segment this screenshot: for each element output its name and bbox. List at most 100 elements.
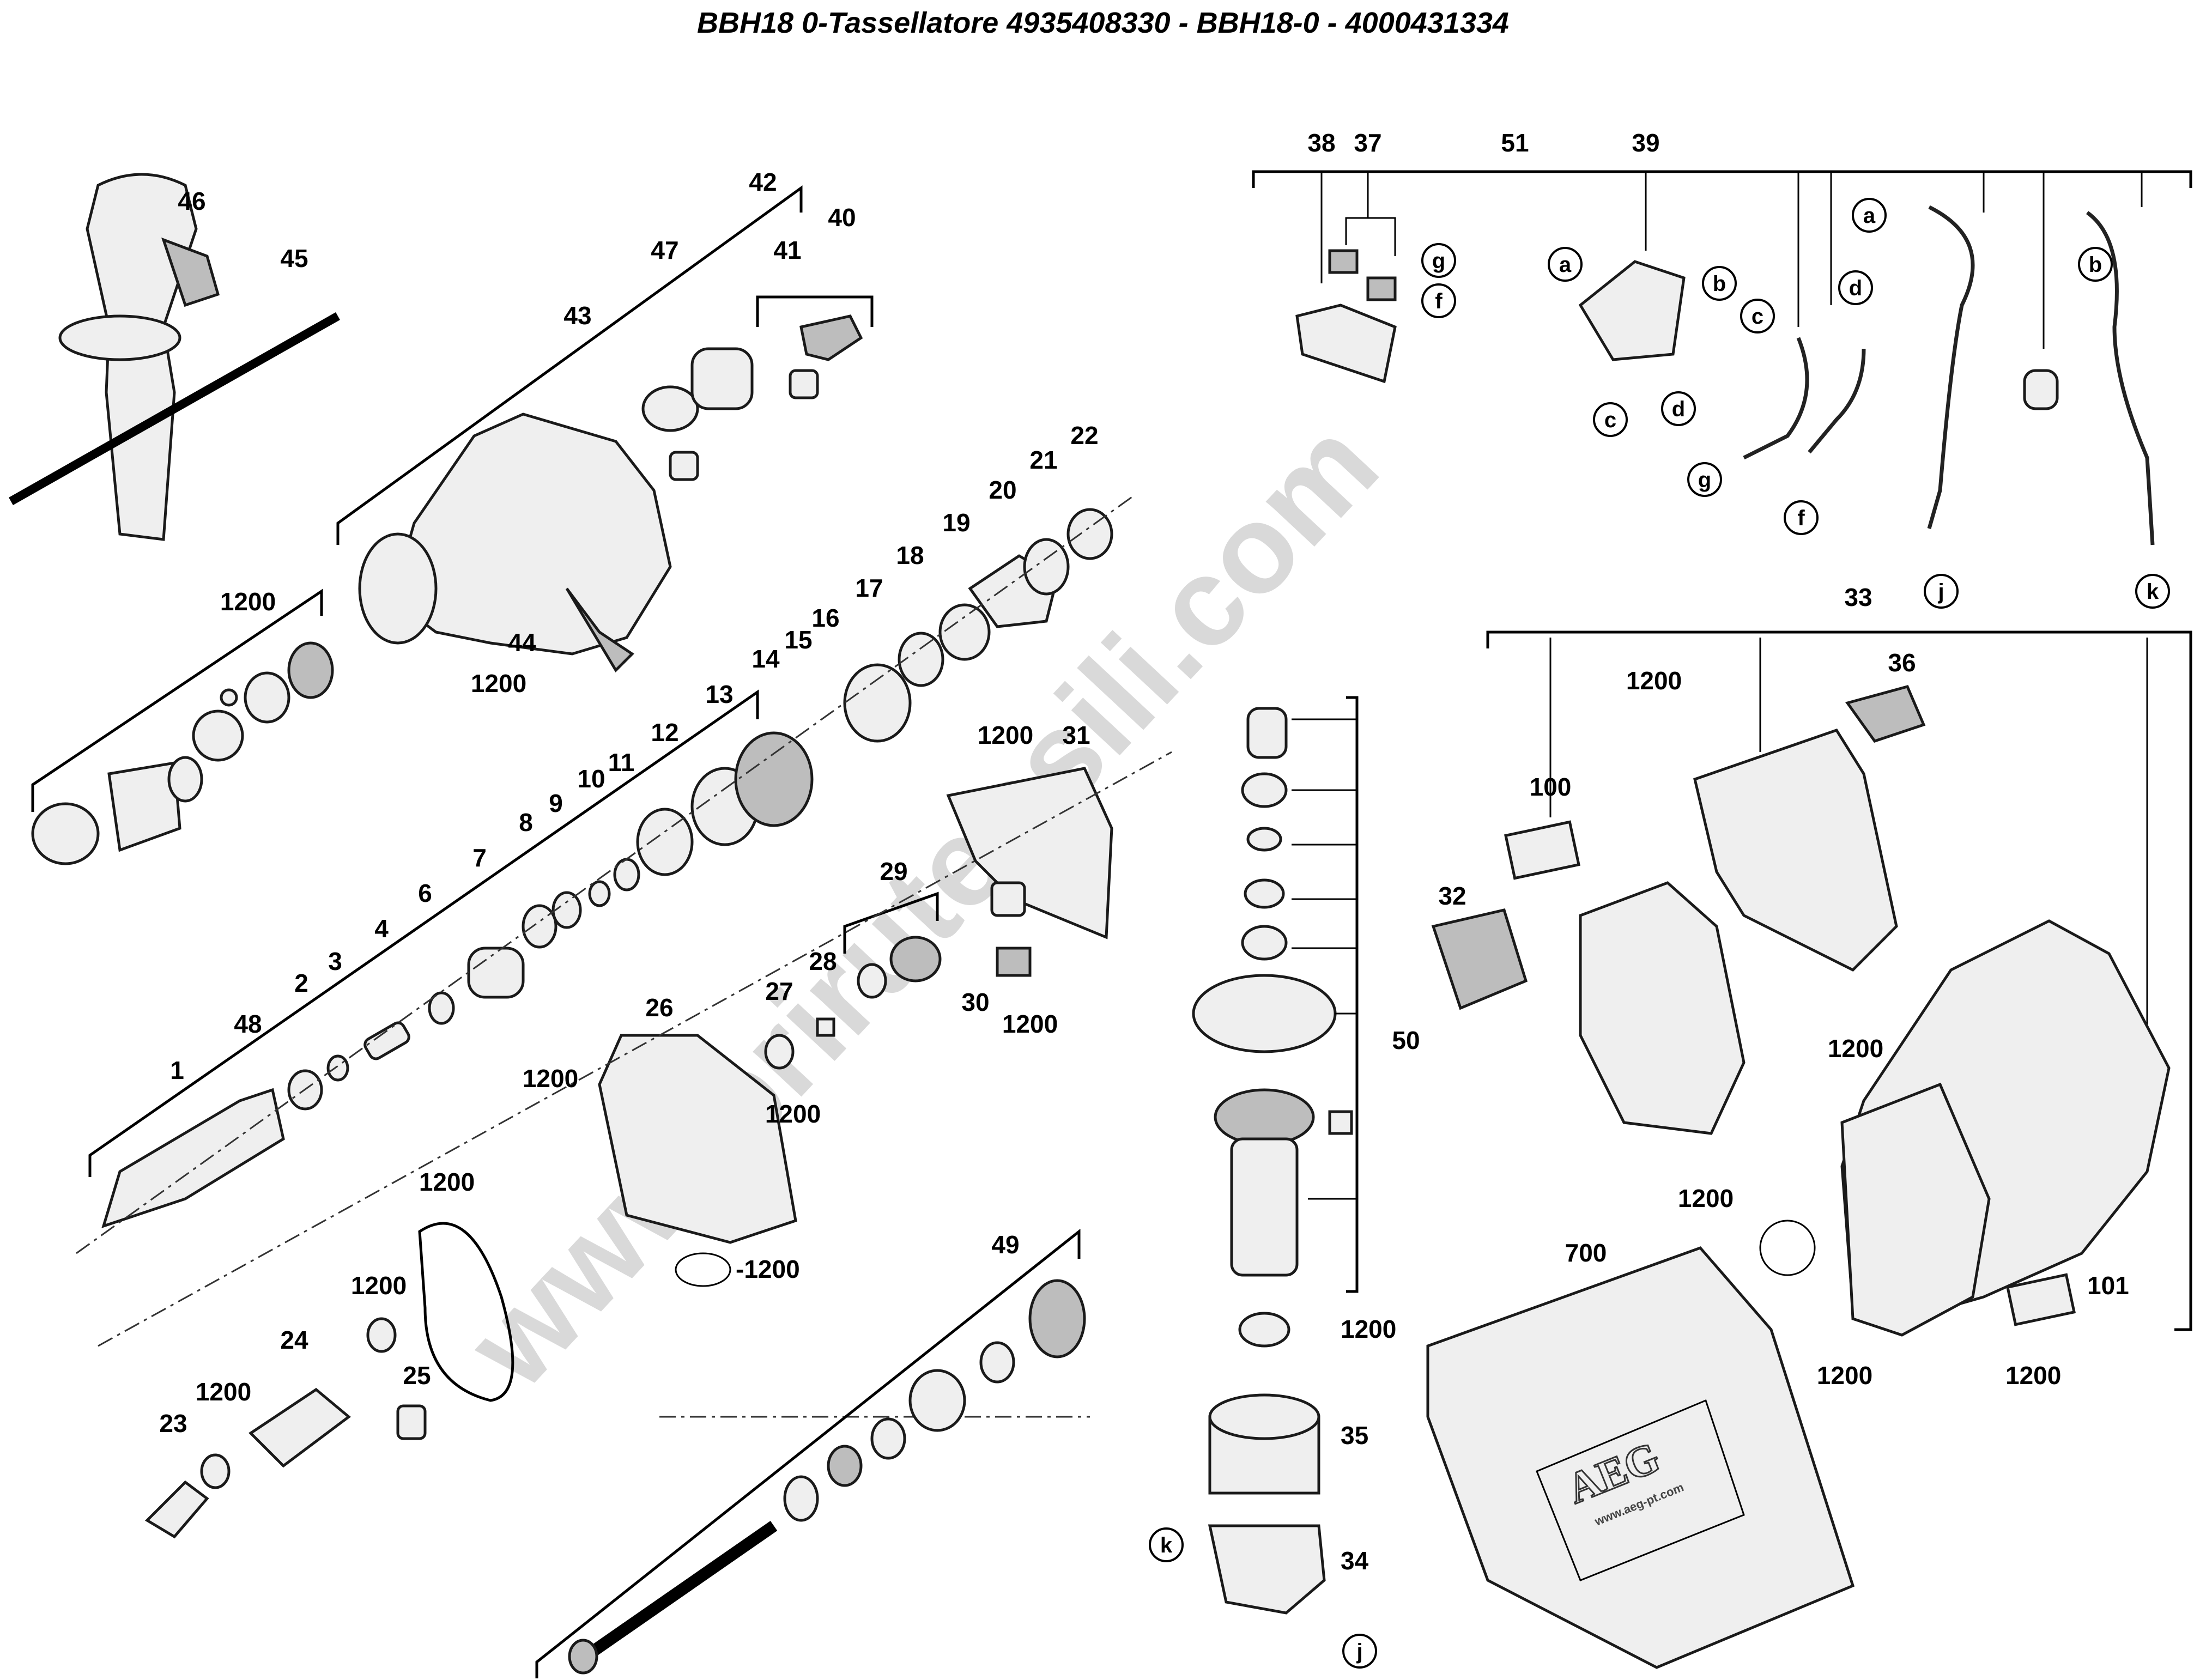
ring-3 (326, 1054, 349, 1082)
label-21: 21 (1029, 446, 1057, 474)
ring-11 (613, 858, 640, 891)
bushing-51 (2023, 369, 2059, 410)
label-41: 41 (773, 236, 801, 264)
label-33: 33 (1844, 583, 1872, 611)
callout-circle-b-switch (1702, 266, 1737, 301)
sleeve-41 (690, 347, 754, 410)
bushing-49 (979, 1341, 1015, 1384)
ring-17 (843, 663, 912, 743)
callout-circle-b-wire (2078, 247, 2113, 282)
callout-c-wire: c (1752, 305, 1763, 329)
callout-g-wire: g (1698, 468, 1711, 492)
label-35: 35 (1341, 1421, 1368, 1449)
carry-case-700 (1426, 1246, 1855, 1669)
callout-d-wire: d (1849, 276, 1862, 300)
label-1200-44: 1200 (471, 669, 526, 698)
callout-circle-k-brush (1149, 1527, 1184, 1562)
bracket-48 (88, 689, 759, 1177)
chuck-spring (287, 641, 334, 699)
gear-14 (734, 731, 814, 827)
label-1200-27: 1200 (765, 1100, 821, 1128)
callout-b-switch: b (1713, 272, 1726, 296)
bracket-37 (1345, 217, 1396, 256)
bracket-29 (843, 891, 939, 954)
ring-10 (588, 880, 611, 907)
screw-50 (1328, 1110, 1353, 1135)
label-1200-seal: 1200 (419, 1168, 475, 1196)
housing-front-opening (358, 532, 438, 645)
callout-g-top: g (1432, 249, 1445, 273)
callout-circle-a-switch (1548, 247, 1583, 282)
wire-d-f (1808, 348, 1866, 454)
label-700: 700 (1565, 1239, 1607, 1267)
label-7: 7 (472, 844, 487, 872)
chuck-sleeve (107, 761, 181, 852)
carry-case-group: AEG www.aeg-pt.com (1426, 1246, 1855, 1669)
callout-circle-k-wire (2135, 574, 2170, 609)
trigger-36 (1845, 685, 1926, 743)
callout-circle-f-wire (1784, 500, 1819, 535)
axis-line-lower (98, 751, 1172, 1347)
label-39: 39 (1632, 129, 1659, 157)
label-1200-right-b: 1200 (2005, 1361, 2061, 1390)
ring-19 (938, 603, 991, 661)
bracket-33 (1486, 630, 2192, 1331)
ram-7 (467, 947, 525, 999)
label-19: 19 (942, 508, 970, 537)
label-44: 44 (508, 628, 536, 657)
callout-f-wire: f (1797, 506, 1805, 530)
chuck-ring-a (167, 756, 203, 803)
label-46: 46 (178, 187, 205, 215)
chuck-ring-b (192, 709, 244, 762)
bearing-27 (764, 1034, 795, 1070)
label-43: 43 (563, 301, 591, 330)
bracket-42 (336, 185, 803, 545)
handle-knob (161, 237, 220, 307)
label-1200-right-top: 1200 (1828, 1034, 1883, 1063)
callout-j-brush: j (1356, 1640, 1362, 1664)
label-50: 50 (1392, 1026, 1420, 1054)
label-51: 51 (1501, 129, 1529, 157)
shaft-49 (574, 1520, 778, 1667)
callout-a-wire: a (1863, 204, 1876, 228)
side-handle-group (9, 173, 340, 541)
label-18: 18 (896, 541, 924, 569)
callout-circle-g-top (1421, 243, 1456, 278)
shaft-group (568, 1279, 1086, 1675)
label-1200-30: 1200 (1002, 1010, 1058, 1038)
ring-1200-b (366, 1317, 397, 1353)
label-1: 1 (170, 1056, 184, 1084)
label-36: 36 (1888, 648, 1916, 677)
baffle-35-top (1208, 1393, 1320, 1440)
motor-housing-b (1840, 1082, 1991, 1337)
oring-1200 (675, 1252, 731, 1287)
clip-40 (799, 314, 863, 361)
ring-29 (857, 963, 887, 999)
pinion-49 (568, 1639, 598, 1675)
motor-group (1192, 707, 1353, 1277)
pin-25 (396, 1404, 427, 1440)
label-32: 32 (1438, 882, 1466, 910)
label-34: 34 (1341, 1546, 1369, 1575)
brush-37a (1328, 249, 1359, 274)
bracket-50 (1346, 696, 1359, 1293)
disc-29 (889, 936, 942, 982)
part-number-labels: 46 45 42 40 41 47 43 1200 44 1200 22 21 … (159, 129, 2129, 1575)
label-1200-31: 1200 (978, 721, 1033, 749)
bearing-50a (1241, 772, 1288, 808)
armature-50 (1230, 1137, 1299, 1277)
oring-right (1759, 1220, 1816, 1276)
callout-d-switch: d (1672, 397, 1685, 421)
label-4: 4 (374, 914, 389, 943)
ring-21 (1023, 538, 1070, 596)
label-1200-24: 1200 (351, 1271, 407, 1300)
spring-41 (789, 369, 819, 399)
label-6: 6 (418, 879, 432, 907)
piston-4 (363, 1021, 410, 1060)
label-100 (1504, 820, 1580, 880)
label-30: 30 (961, 988, 989, 1016)
letter-callouts: g f a b c d c g d f a j b k k j (1149, 198, 2170, 1669)
callout-circle-c-switch (1593, 402, 1628, 437)
ring-8 (522, 904, 557, 949)
label-11: 11 (608, 748, 635, 777)
